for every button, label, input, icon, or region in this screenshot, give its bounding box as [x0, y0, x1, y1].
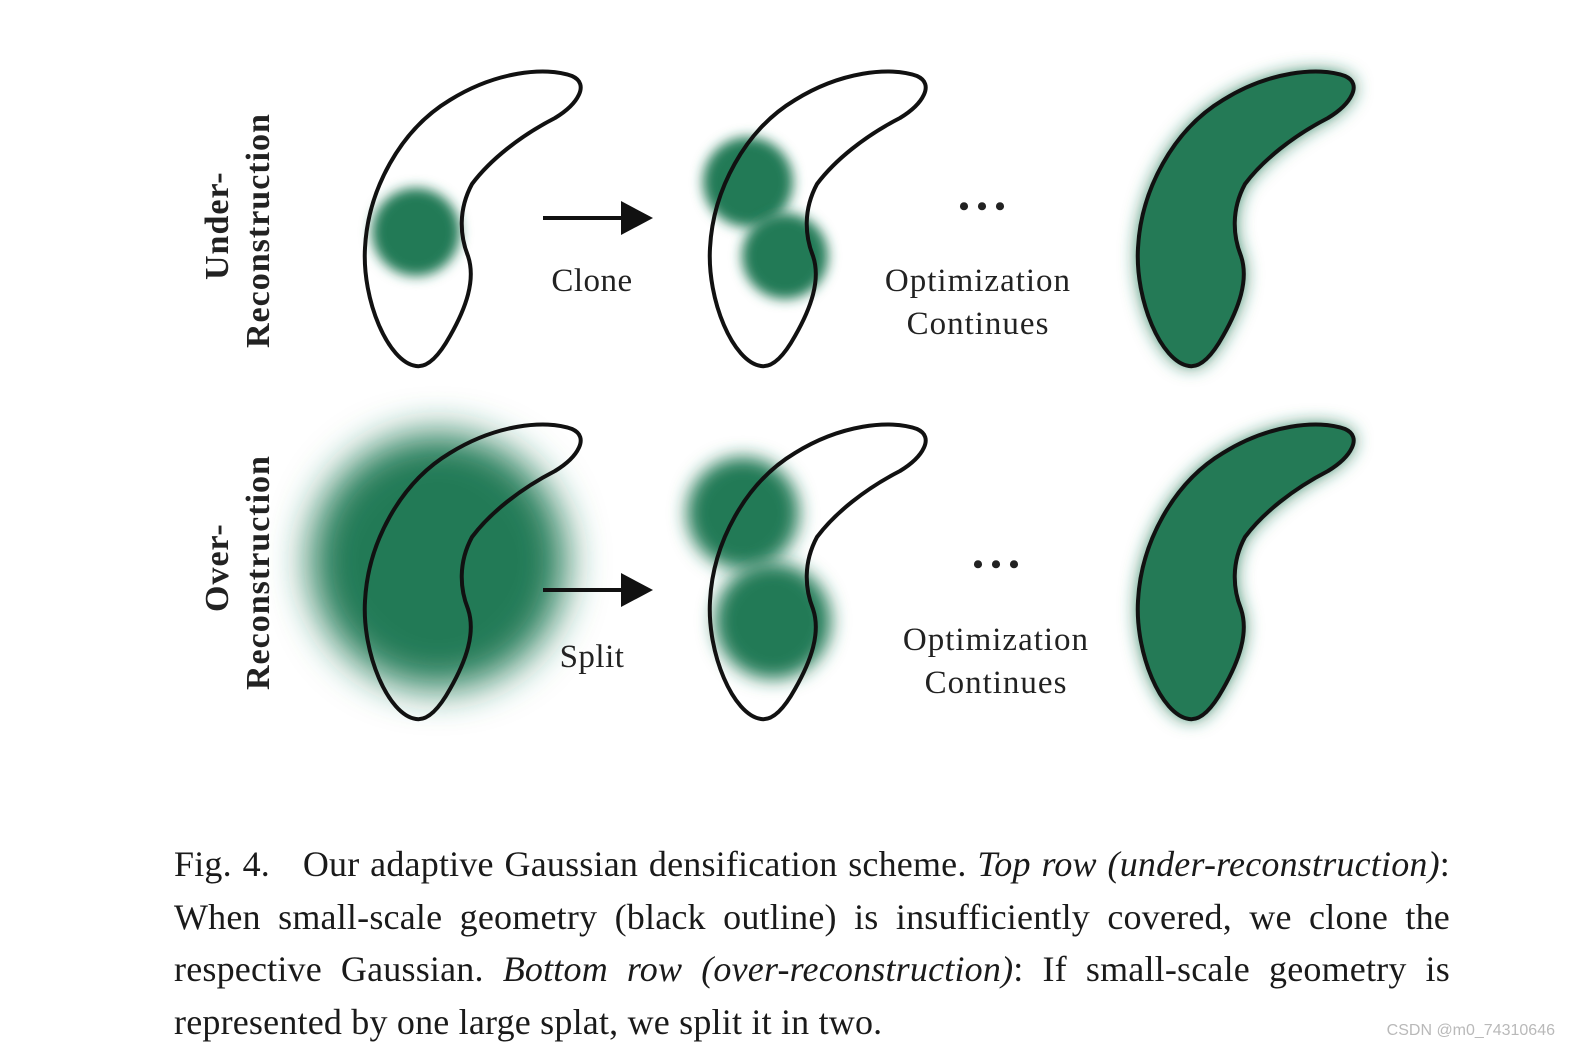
optimization-continues-line1: Optimization	[903, 622, 1089, 658]
row-label-under-line2: Reconstruction	[240, 113, 277, 348]
row-label-under-line1: Under-	[199, 171, 236, 280]
split-arrow	[543, 573, 653, 607]
panel-over-split	[687, 422, 928, 722]
row-label-over-line2: Reconstruction	[240, 455, 277, 690]
caption-text-1: Our adaptive Gaussian densification sche…	[302, 844, 967, 884]
optimization-continues-line2: Continues	[907, 306, 1050, 342]
caption-italic-top-row: Top row (under-reconstruction)	[977, 844, 1440, 884]
row-label-over-line1: Over-	[199, 523, 236, 612]
caption-text-2: : When small-scale geometry (black outli…	[174, 844, 1450, 989]
row-over-reconstruction: Over- Reconstruction Split • • • Optimiz…	[199, 422, 1356, 722]
clone-arrow	[543, 201, 653, 235]
ellipsis: • • •	[973, 548, 1020, 581]
gaussian-splat	[703, 137, 793, 227]
panel-over-initial	[310, 422, 583, 722]
figure-number: Fig. 4.	[174, 844, 271, 884]
gaussian-splat	[715, 563, 831, 679]
gaussian-splat	[310, 433, 566, 689]
figure-caption: Fig. 4. Our adaptive Gaussian densificat…	[174, 838, 1450, 1048]
watermark: CSDN @m0_74310646	[1386, 1022, 1555, 1039]
caption-italic-bottom-row: Bottom row (over-reconstruction)	[502, 949, 1014, 989]
panel-under-initial	[362, 69, 583, 369]
gaussian-splat	[687, 457, 799, 569]
panel-under-cloned	[703, 69, 928, 369]
optimization-continues-line2: Continues	[925, 665, 1068, 701]
row-under-reconstruction: Under- Reconstruction Clone • • • Optimi…	[199, 69, 1356, 369]
split-label: Split	[560, 639, 625, 675]
clone-label: Clone	[551, 263, 632, 299]
densification-figure: Under- Reconstruction Clone • • • Optimi…	[199, 69, 1356, 722]
ellipsis: • • •	[959, 190, 1006, 223]
caption-text-3: : If small-scale geometry is represented…	[174, 949, 1450, 1042]
panel-over-optimized	[1135, 422, 1356, 722]
panel-under-optimized	[1135, 69, 1356, 369]
gaussian-splat	[372, 188, 460, 276]
optimization-continues-line1: Optimization	[885, 263, 1071, 299]
